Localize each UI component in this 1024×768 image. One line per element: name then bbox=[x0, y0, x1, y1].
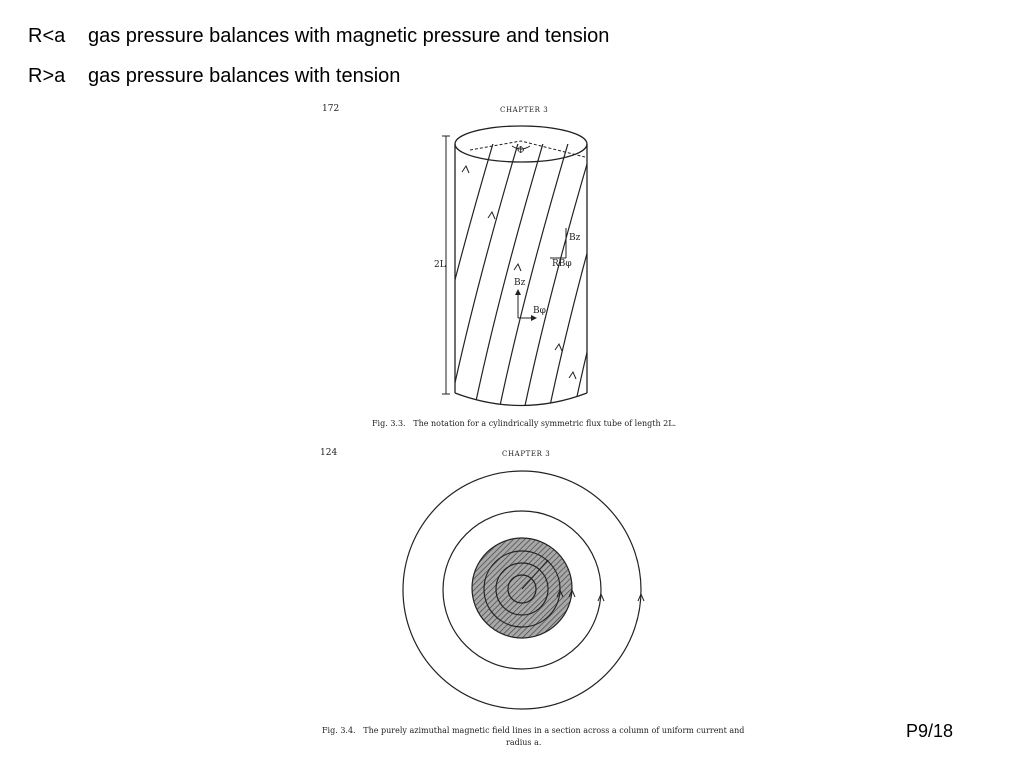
field-line-ring-outer bbox=[402, 470, 642, 710]
tube-bottom-curve bbox=[454, 392, 588, 407]
bz-small-label: Bz bbox=[569, 233, 581, 243]
field-line-ring-middle bbox=[442, 510, 602, 670]
figure2-caption-line2: radius a. bbox=[506, 738, 542, 747]
field-line-ring-inner-2 bbox=[495, 562, 549, 616]
bullet-text: gas pressure balances with magnetic pres… bbox=[88, 25, 610, 47]
phi-arc bbox=[511, 145, 531, 150]
bphi-label: Bφ bbox=[533, 306, 546, 316]
phi-label: Φ bbox=[517, 146, 525, 156]
bullet-tag: R<a bbox=[28, 25, 66, 47]
bullet-inside-radius: R<a gas pressure balances with magnetic p… bbox=[28, 25, 609, 48]
radius-line bbox=[521, 559, 549, 590]
figure1-chapter: CHAPTER 3 bbox=[500, 106, 549, 114]
field-line-ring-inner-3 bbox=[507, 574, 537, 604]
figure1-page-number: 172 bbox=[322, 104, 340, 114]
helical-field-lines bbox=[455, 144, 587, 406]
bullet-text: gas pressure balances with tension bbox=[88, 65, 401, 87]
figure2-caption: Fig. 3.4. The purely azimuthal magnetic … bbox=[322, 726, 744, 735]
figure2-caption-label: Fig. 3.4. bbox=[322, 726, 356, 735]
rbphi-label: RBφ bbox=[552, 259, 572, 269]
bz-arrowhead bbox=[515, 289, 521, 295]
bullet-outside-radius: R>a gas pressure balances with tension bbox=[28, 65, 400, 88]
figure2-chapter: CHAPTER 3 bbox=[502, 450, 551, 458]
figure1-caption-text: The notation for a cylindrically symmetr… bbox=[413, 419, 677, 428]
top-dashed-lines bbox=[469, 140, 586, 158]
bphi-arrowhead bbox=[531, 315, 537, 321]
field-line-arrows bbox=[461, 164, 577, 380]
figure1-caption: Fig. 3.3. The notation for a cylindrical… bbox=[372, 419, 676, 428]
ring-arrows bbox=[556, 588, 645, 602]
figure2-page-number: 124 bbox=[320, 448, 338, 458]
figure1-caption-label: Fig. 3.3. bbox=[372, 419, 406, 428]
figure2-caption-line1: The purely azimuthal magnetic field line… bbox=[363, 726, 745, 735]
length-label: 2L bbox=[434, 260, 446, 270]
bullet-tag: R>a bbox=[28, 65, 66, 87]
slide-number: P9/18 bbox=[906, 721, 954, 741]
bz-label: Bz bbox=[514, 278, 526, 288]
current-column-region bbox=[471, 537, 573, 639]
